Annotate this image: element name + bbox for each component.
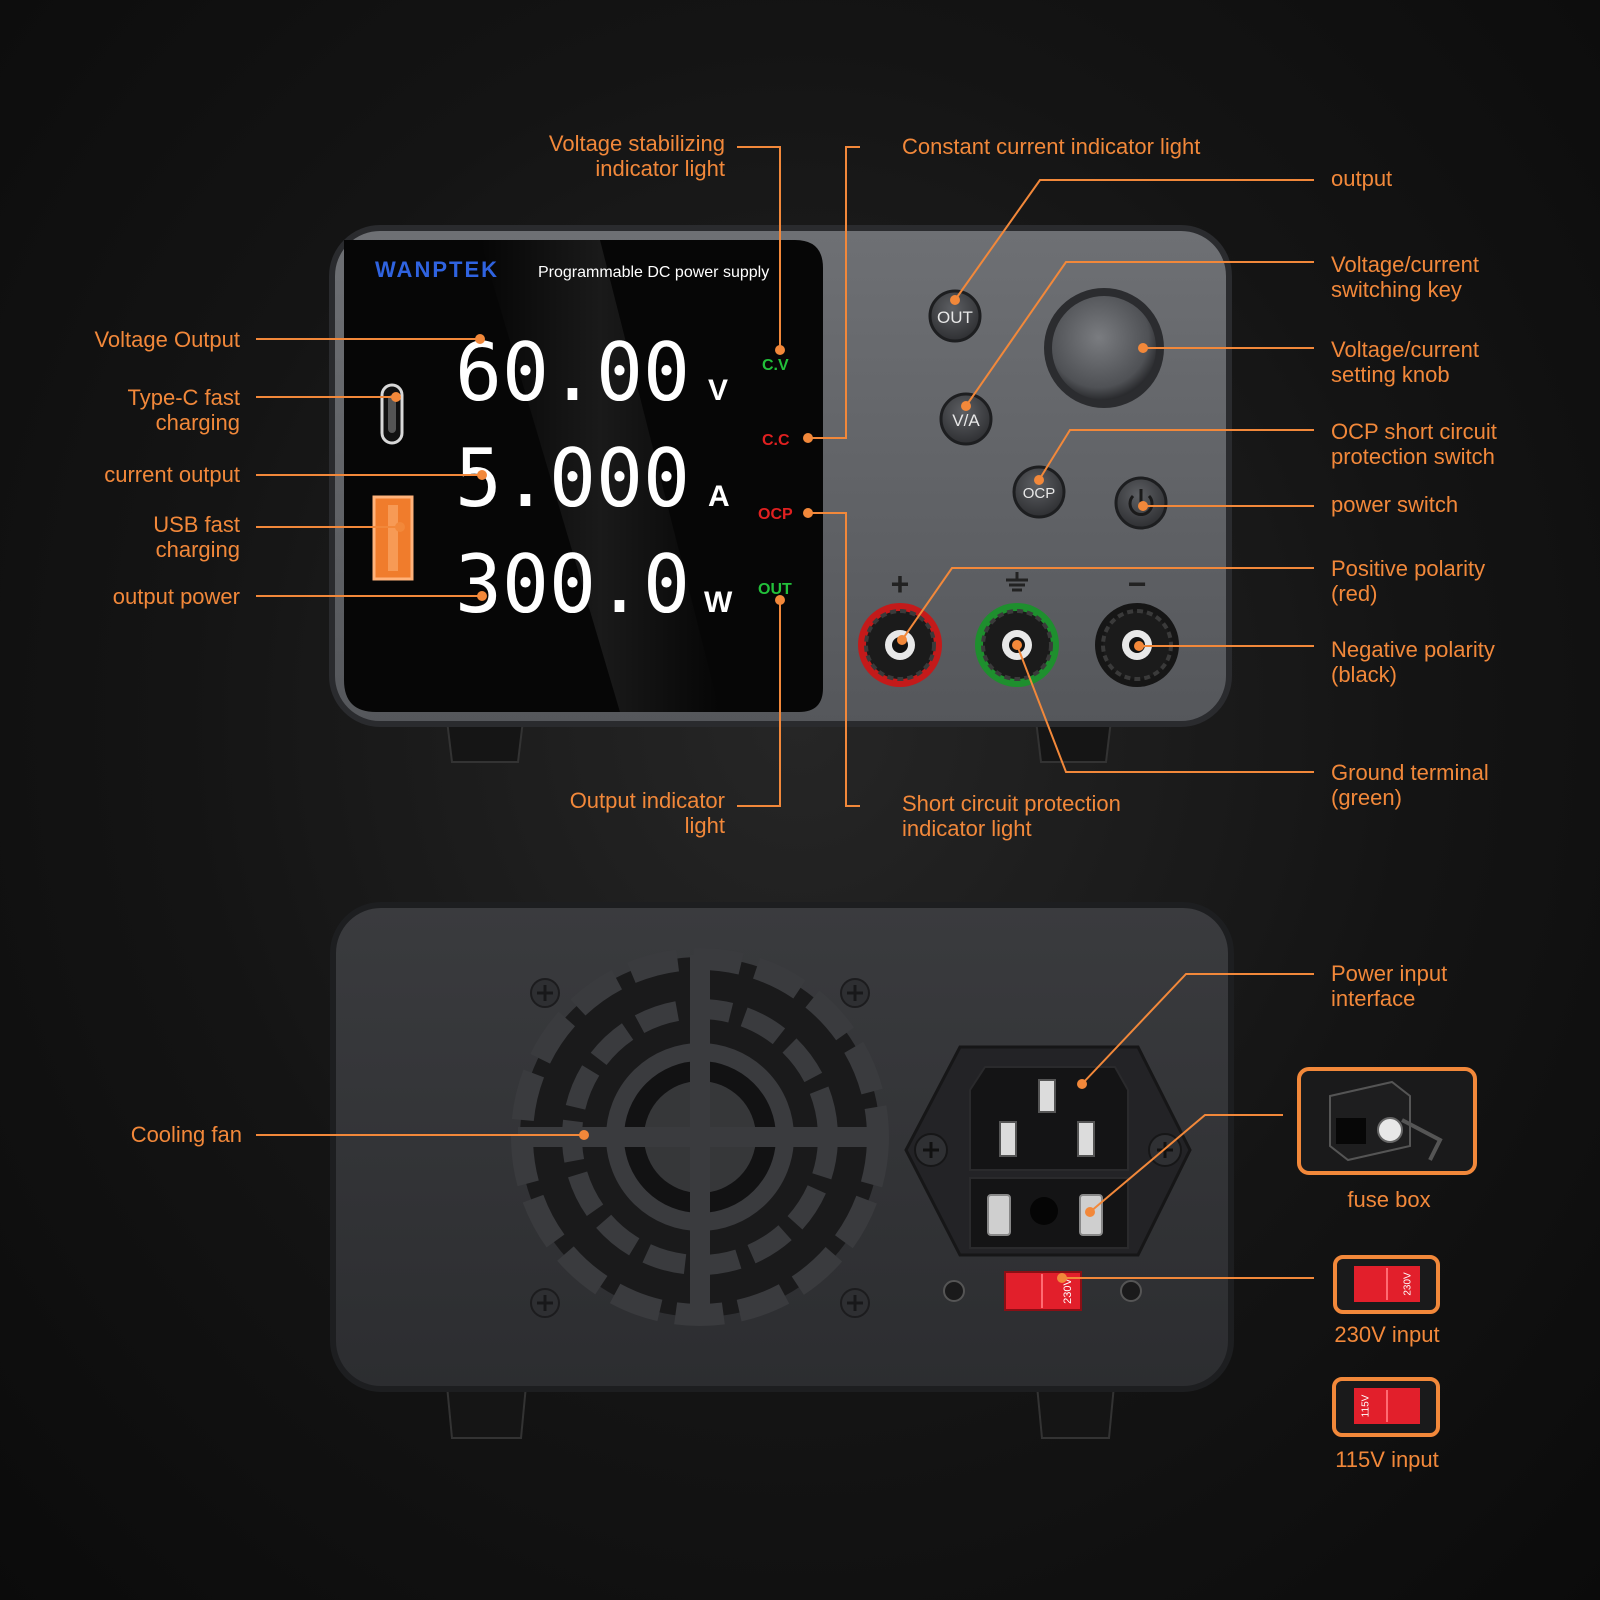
voltage-readout: 60.00 (455, 326, 690, 419)
power-inlet[interactable] (904, 1045, 1192, 1257)
neutral-pin (1077, 1121, 1095, 1157)
typec-port-inner (388, 395, 396, 433)
fuse-box-inset (1297, 1067, 1477, 1175)
va-button[interactable]: V/A (939, 392, 993, 446)
label-va-switch: Voltage/current switching key (1331, 252, 1479, 302)
callout-dots (391, 295, 1148, 1283)
label-constant-current: Constant current indicator light (902, 134, 1201, 159)
label-output-power: output power (112, 584, 240, 609)
rear-screw-right (1120, 1280, 1142, 1302)
label-cooling-fan: Cooling fan (130, 1122, 242, 1147)
label-positive-polarity: Positive polarity (red) (1331, 556, 1486, 606)
fan-screw-icon (530, 978, 870, 1318)
cooling-fan (511, 948, 889, 1326)
positive-symbol: + (891, 566, 910, 602)
voltage-unit: V (708, 374, 728, 407)
ocp-indicator: OCP (758, 506, 793, 523)
label-ground-terminal: Ground terminal (green) (1331, 760, 1489, 810)
switch-115-inset: 115V (1332, 1377, 1440, 1437)
out-button[interactable]: OUT (928, 289, 982, 343)
label-power-input: Power input interface (1331, 961, 1448, 1011)
label-ocp-switch: OCP short circuit protection switch (1331, 419, 1497, 469)
label-voltage-output: Voltage Output (94, 327, 240, 352)
switch-230-inset: 230V (1333, 1255, 1440, 1314)
label-output: output (1331, 166, 1393, 191)
label-power-switch: power switch (1331, 492, 1459, 517)
cc-indicator: C.C (762, 432, 790, 449)
positive-terminal[interactable] (858, 603, 942, 687)
power-unit: W (704, 586, 733, 619)
current-readout: 5.000 (455, 432, 690, 525)
label-short-circuit-indicator: Short circuit protection indicator light (902, 791, 1121, 841)
fuse-hole (1030, 1197, 1058, 1225)
va-button-label: V/A (952, 411, 980, 430)
label-fuse-box: fuse box (1347, 1187, 1431, 1212)
label-output-indicator: Output indicator light (569, 788, 725, 838)
fuse-holder-screw (1377, 1117, 1403, 1143)
front-unit: WANPTEK Programmable DC power supply 60.… (329, 225, 1232, 763)
callout-lines (256, 146, 1314, 1279)
label-typec-charging: Type-C fast charging (127, 385, 240, 435)
brand-logo: WANPTEK (375, 257, 499, 282)
negative-symbol: − (1128, 566, 1147, 602)
label-voltage-stabilizing: Voltage stabilizing indicator light (548, 131, 725, 181)
label-setting-knob: Voltage/current setting knob (1331, 337, 1479, 387)
cv-indicator: C.V (762, 357, 789, 374)
ground-symbol-icon (1006, 572, 1028, 592)
label-usb-charging: USB fast charging (153, 512, 240, 562)
switch-230-text: 230V (1403, 1272, 1414, 1296)
out-indicator: OUT (758, 581, 792, 598)
label-current-output: current output (104, 462, 240, 487)
ocp-button[interactable]: OCP (1012, 465, 1066, 519)
label-230v-input: 230V input (1334, 1322, 1440, 1347)
power-readout: 300.0 (455, 538, 690, 631)
label-negative-polarity: Negative polarity (black) (1331, 637, 1495, 687)
rear-screw-left (943, 1280, 965, 1302)
rear-switch-label: 230V (1062, 1277, 1074, 1303)
out-button-label: OUT (937, 308, 973, 327)
setting-knob[interactable] (1052, 296, 1156, 400)
current-unit: A (708, 480, 730, 513)
fuse-holder-slot (1336, 1118, 1366, 1144)
display-subtitle: Programmable DC power supply (538, 264, 769, 281)
live-pin (999, 1121, 1017, 1157)
power-icon (1128, 489, 1154, 516)
earth-pin (1038, 1079, 1056, 1113)
label-115v-input: 115V input (1335, 1447, 1439, 1472)
fuse-left (987, 1194, 1011, 1236)
display-glare (480, 240, 720, 712)
switch-115-text: 115V (1361, 1394, 1372, 1417)
rear-unit: 230V (330, 902, 1234, 1439)
usb-port-inner (388, 505, 398, 571)
ocp-button-label: OCP (1023, 485, 1056, 502)
